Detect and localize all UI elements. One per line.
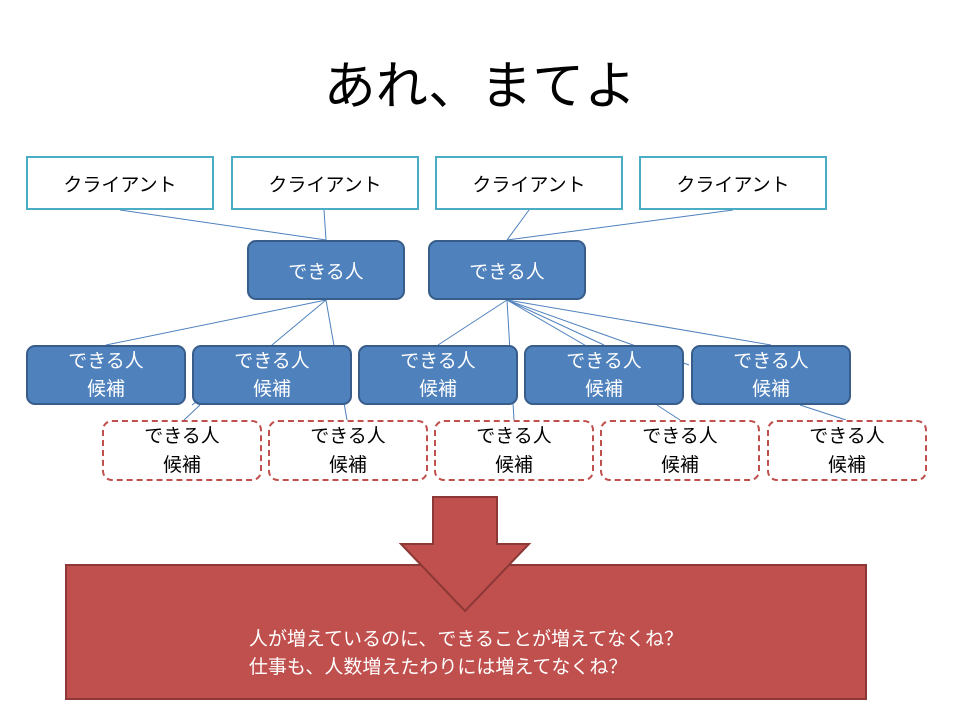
client-box-2: クライアント (231, 156, 419, 210)
trainee-line2: 候補 (328, 453, 367, 476)
message-line2: 仕事も、人数増えたわりには増えてなくね？ (248, 656, 628, 678)
trainee-line1: できる人 (809, 424, 885, 447)
slide-title: あれ、まてよ (323, 57, 637, 117)
client-box-3: クライアント (435, 156, 623, 210)
connector-line (271, 299, 327, 346)
senior-worker-box-1: できる人 (247, 240, 405, 300)
candidate-line1: できる人 (566, 350, 642, 372)
candidate-line2: 候補 (86, 378, 125, 400)
connector-line (437, 299, 508, 346)
trainee-box-2: できる人 候補 (268, 420, 428, 481)
candidate-box-2: できる人 候補 (192, 345, 352, 405)
candidate-line2: 候補 (751, 378, 790, 400)
trainee-box-3: できる人 候補 (434, 420, 594, 481)
connector-line (506, 299, 605, 346)
candidate-line1: できる人 (733, 350, 809, 372)
candidate-line2: 候補 (584, 378, 623, 400)
trainee-box-4: できる人 候補 (600, 420, 760, 481)
candidate-box-3: できる人 候補 (358, 345, 518, 405)
client-label: クライアント (472, 173, 586, 196)
candidate-box-1: できる人 候補 (26, 345, 186, 405)
connector-line (323, 209, 327, 241)
trainee-line2: 候補 (162, 453, 201, 476)
trainee-line1: できる人 (310, 424, 386, 447)
trainee-line1: できる人 (476, 424, 552, 447)
connector-line (183, 404, 201, 421)
client-label: クライアント (268, 173, 382, 196)
trainee-box-5: できる人 候補 (767, 420, 927, 481)
connector-line (506, 299, 772, 346)
client-label: クライアント (676, 173, 790, 196)
connector-line (656, 404, 681, 421)
connector-line (799, 404, 847, 421)
senior-worker-label: できる人 (469, 260, 545, 283)
message-line1: 人が増えているのに、できることが増えてなくね？ (248, 628, 684, 650)
message-text: 人が増えているのに、できることが増えてなくね？ 仕事も、人数増えたわりには増えて… (249, 625, 683, 681)
connector-line (105, 299, 327, 346)
candidate-line2: 候補 (418, 378, 457, 400)
connector-line (119, 209, 327, 241)
candidate-line1: できる人 (234, 350, 310, 372)
senior-worker-box-2: できる人 (428, 240, 586, 300)
candidate-box-5: できる人 候補 (691, 345, 851, 405)
senior-worker-label: できる人 (288, 260, 364, 283)
candidate-box-4: できる人 候補 (524, 345, 684, 405)
trainee-box-1: できる人 候補 (102, 420, 262, 481)
candidate-line2: 候補 (252, 378, 291, 400)
client-label: クライアント (63, 173, 177, 196)
trainee-line2: 候補 (827, 453, 866, 476)
connector-line (506, 209, 530, 241)
trainee-line2: 候補 (494, 453, 533, 476)
client-box-4: クライアント (639, 156, 827, 210)
trainee-line2: 候補 (660, 453, 699, 476)
candidate-line1: できる人 (68, 350, 144, 372)
connector-line (506, 209, 734, 241)
trainee-line1: できる人 (144, 424, 220, 447)
candidate-line1: できる人 (400, 350, 476, 372)
client-box-1: クライアント (26, 156, 214, 210)
trainee-line1: できる人 (642, 424, 718, 447)
